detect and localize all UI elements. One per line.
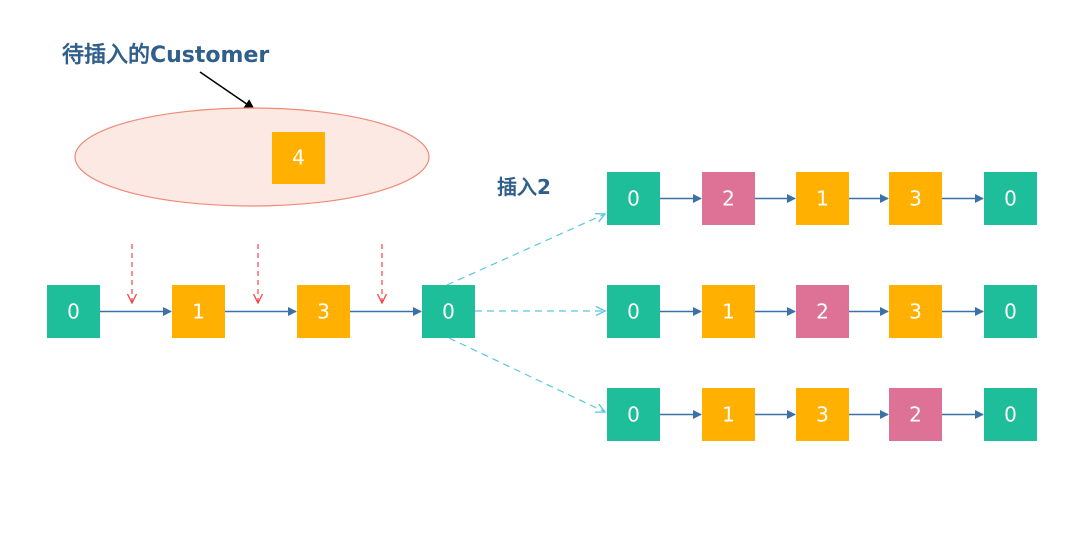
candidate-route-1-node-3-label: 3 [909, 300, 922, 324]
candidate-route-1-node-4: 0 [984, 285, 1037, 338]
candidate-route-1-node-3: 3 [889, 285, 942, 338]
candidate-route-0-node-3-label: 3 [909, 187, 922, 211]
candidate-route-2-node-2-box [796, 388, 849, 441]
candidate-route-1-node-2-label: 2 [816, 300, 829, 324]
candidate-route-1-node-1: 1 [702, 285, 755, 338]
insert-label: 插入2 [497, 175, 551, 199]
original-route-node-3: 0 [422, 285, 475, 338]
title-pointer-arrow [199, 71, 255, 110]
original-route-node-2: 3 [297, 285, 350, 338]
candidate-route-0-node-0: 0 [607, 172, 660, 225]
candidate-route-1-node-3-box [889, 285, 942, 338]
original-route-node-2-box [297, 285, 350, 338]
candidate-route-2-node-1-label: 1 [722, 403, 735, 427]
candidate-route-2-node-3: 2 [889, 388, 942, 441]
candidate-connector-0 [446, 214, 605, 286]
candidate-route-2-node-3-label: 2 [909, 403, 922, 427]
pending-customer-value: 4 [292, 146, 305, 170]
candidate-route-1-node-4-label: 0 [1004, 300, 1017, 324]
candidate-route-2-node-4-label: 0 [1004, 403, 1017, 427]
candidate-route-0-node-1-box [702, 172, 755, 225]
route-edges [100, 194, 984, 419]
original-route-node-1: 1 [172, 285, 225, 338]
insertion-markers [132, 244, 382, 303]
original-route-node-2-label: 3 [317, 300, 330, 324]
original-route-node-3-label: 0 [442, 300, 455, 324]
original-route-node-0-label: 0 [67, 300, 80, 324]
candidate-route-0-node-4: 0 [984, 172, 1037, 225]
candidate-route-1-node-1-label: 1 [722, 300, 735, 324]
candidate-route-0-node-4-label: 0 [1004, 187, 1017, 211]
candidate-route-0-node-1-label: 2 [722, 187, 735, 211]
candidate-route-2-node-2-label: 3 [816, 403, 829, 427]
original-route-node-0: 0 [47, 285, 100, 338]
candidate-route-2-node-3-box [889, 388, 942, 441]
original-route-node-1-box [172, 285, 225, 338]
candidate-route-1-node-1-box [702, 285, 755, 338]
candidate-connector-2 [448, 337, 605, 412]
candidate-route-2-node-1: 1 [702, 388, 755, 441]
candidate-route-2-node-1-box [702, 388, 755, 441]
pending-customer-pool [74, 107, 430, 207]
candidate-route-1-node-4-box [984, 285, 1037, 338]
candidate-route-2-node-4: 0 [984, 388, 1037, 441]
candidate-route-1-node-0-box [607, 285, 660, 338]
original-route-node-0-box [47, 285, 100, 338]
candidate-route-0-node-2-label: 1 [816, 187, 829, 211]
candidate-route-0-node-3: 3 [889, 172, 942, 225]
candidate-route-2-node-0: 0 [607, 388, 660, 441]
candidate-route-0-node-0-label: 0 [627, 187, 640, 211]
candidate-route-0-node-2-box [796, 172, 849, 225]
candidate-connectors [446, 214, 605, 412]
candidate-route-0-node-4-box [984, 172, 1037, 225]
candidate-route-0-node-0-box [607, 172, 660, 225]
candidate-route-1-node-0-label: 0 [627, 300, 640, 324]
pending-customer-node: 4 [272, 132, 325, 184]
pending-customer-title: 待插入的Customer [62, 42, 269, 68]
candidate-route-2-node-4-box [984, 388, 1037, 441]
candidate-route-1-node-0: 0 [607, 285, 660, 338]
candidate-route-0-node-3-box [889, 172, 942, 225]
route-nodes: 0 1 3 0 0 2 1 3 0 0 1 2 3 0 0 1 3 2 0 [47, 172, 1037, 441]
candidate-route-1-node-2: 2 [796, 285, 849, 338]
candidate-route-2-node-0-label: 0 [627, 403, 640, 427]
candidate-route-2-node-2: 3 [796, 388, 849, 441]
original-route-node-3-box [422, 285, 475, 338]
candidate-route-2-node-0-box [607, 388, 660, 441]
candidate-route-1-node-2-box [796, 285, 849, 338]
candidate-route-0-node-2: 1 [796, 172, 849, 225]
candidate-route-0-node-1: 2 [702, 172, 755, 225]
original-route-node-1-label: 1 [192, 300, 205, 324]
